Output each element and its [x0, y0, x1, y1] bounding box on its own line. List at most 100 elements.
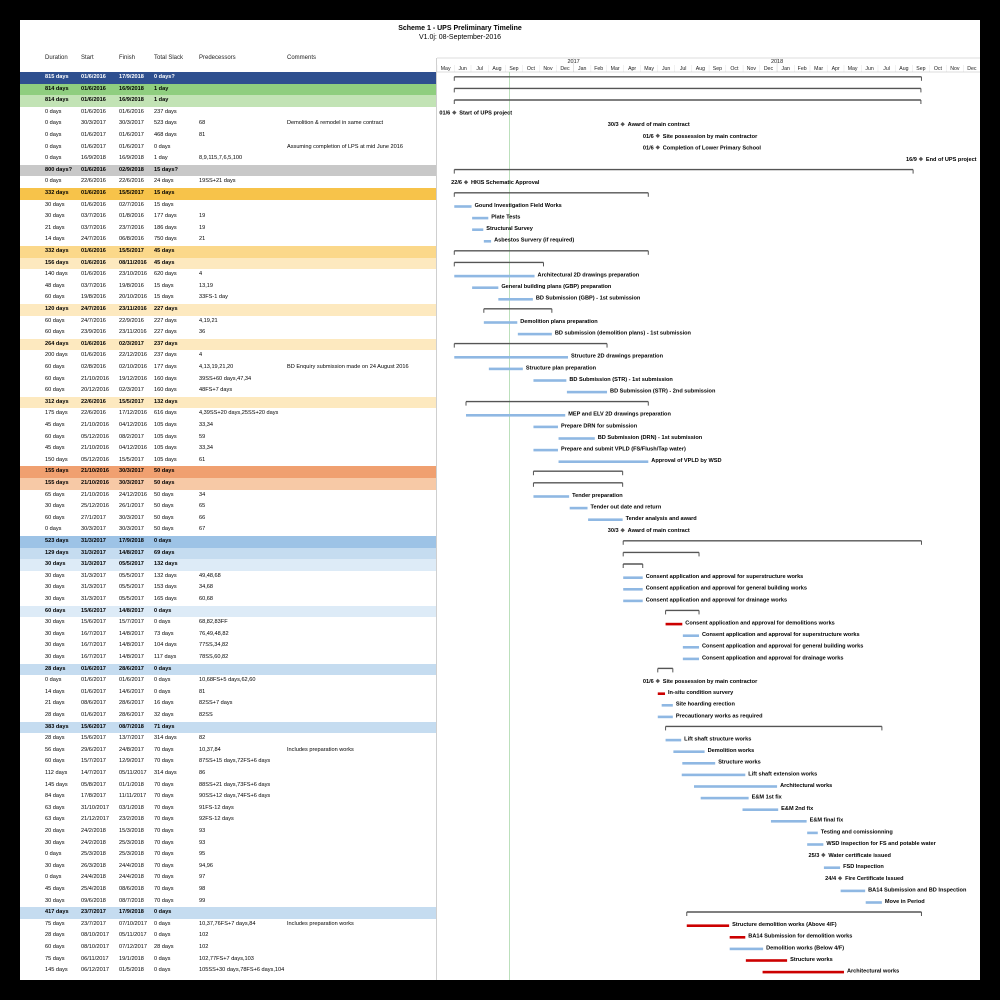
milestone-diamond: [821, 852, 826, 858]
cell-finish: 05/5/2017: [119, 572, 144, 579]
cell-predecessors: 82SS: [199, 712, 213, 718]
col-header-total-slack[interactable]: Total Slack: [154, 55, 184, 61]
col-header-finish[interactable]: Finish: [119, 55, 136, 61]
milestone-diamond: [655, 133, 660, 138]
col-header-predecessors[interactable]: Predecessors: [199, 55, 236, 61]
col-header-comments[interactable]: Comments: [287, 55, 317, 61]
cell-start: 14/7/2017: [81, 770, 106, 776]
cell-duration: 21 days: [45, 700, 65, 707]
col-header-duration[interactable]: Duration: [45, 55, 68, 61]
task-bar-label: Structure plan preparation: [526, 365, 597, 371]
col-header-start[interactable]: Start: [81, 55, 94, 61]
milestone-date-label: 16/9: [906, 157, 917, 163]
cell-duration: 60 days: [45, 607, 66, 614]
task-bar-label: Precautionary works as required: [676, 713, 763, 719]
milestone-date-label: 25/3: [808, 853, 819, 859]
cell-comments: Assuming completion of LPS at mid June 2…: [287, 143, 403, 150]
pane-divider[interactable]: [436, 58, 437, 980]
cell-total-slack: 132 days: [154, 561, 178, 568]
cell-total-slack: 70 days: [154, 874, 174, 881]
cell-start: 22/6/2016: [81, 410, 106, 417]
